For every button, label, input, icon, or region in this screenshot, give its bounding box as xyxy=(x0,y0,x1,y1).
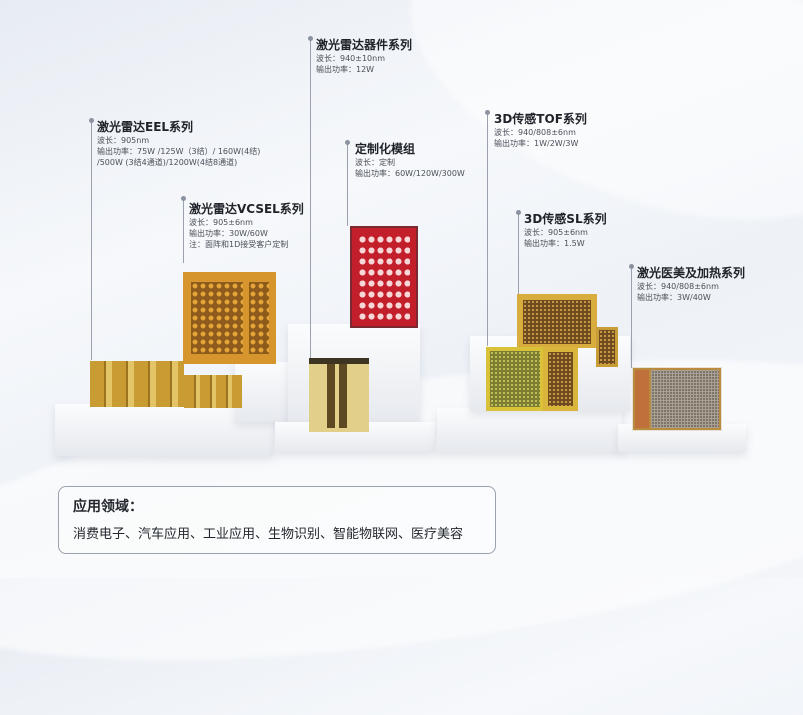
product-spec: 波长：905±6nm xyxy=(524,228,588,237)
leader-dot xyxy=(629,264,634,269)
product-spec: /500W (3结4通道)/1200W(4结8通道) xyxy=(97,158,238,167)
product-spec: 注：面阵和1D接受客户定制 xyxy=(189,240,289,249)
tof-chip-image xyxy=(596,327,618,367)
product-title: 激光医美及加热系列 xyxy=(637,266,746,280)
product-title: 3D传感TOF系列 xyxy=(494,112,587,126)
product-title: 激光雷达VCSEL系列 xyxy=(189,202,304,216)
leader-line xyxy=(631,266,632,368)
product-label-device: 激光雷达器件系列 波长：940±10nm 输出功率：12W xyxy=(316,36,412,75)
product-spec: 输出功率：1W/2W/3W xyxy=(494,139,579,148)
eel-chip-image xyxy=(90,361,184,407)
product-spec: 波长：940/808±6nm xyxy=(637,282,719,291)
pedestal-right xyxy=(437,408,622,452)
product-title: 激光雷达EEL系列 xyxy=(97,120,194,134)
product-label-module: 定制化模组 波长：定制 输出功率：60W/120W/300W xyxy=(355,140,465,179)
product-title: 定制化模组 xyxy=(355,142,416,156)
product-spec: 输出功率：12W xyxy=(316,65,375,74)
product-spec: 波长：940/808±6nm xyxy=(494,128,576,137)
module-chip-image xyxy=(350,226,418,328)
product-label-vcsel: 激光雷达VCSEL系列 波长：905±6nm 输出功率：30W/60W 注：面阵… xyxy=(189,200,304,250)
product-spec: 输出功率：1.5W xyxy=(524,239,585,248)
eel-chip-image xyxy=(184,375,242,408)
device-chip-image xyxy=(309,358,369,432)
product-label-medical: 激光医美及加热系列 波长：940/808±6nm 输出功率：3W/40W xyxy=(637,264,745,303)
leader-dot xyxy=(181,196,186,201)
leader-line xyxy=(310,38,311,360)
leader-line xyxy=(518,212,519,294)
product-spec: 输出功率：30W/60W xyxy=(189,229,268,238)
leader-dot xyxy=(308,36,313,41)
leader-dot xyxy=(345,140,350,145)
vcsel-chip-image xyxy=(183,272,276,364)
leader-dot xyxy=(485,110,490,115)
tof-chip-image xyxy=(517,294,597,348)
product-spec: 波长：905nm xyxy=(97,136,150,145)
leader-line xyxy=(347,142,348,226)
product-label-sl: 3D传感SL系列 波长：905±6nm 输出功率：1.5W xyxy=(524,210,607,249)
product-title: 3D传感SL系列 xyxy=(524,212,607,226)
product-spec: 输出功率：75W /125W（3结）/ 160W(4结) xyxy=(97,147,261,156)
product-spec: 波长：定制 xyxy=(355,158,395,167)
medical-chip-image xyxy=(632,367,722,431)
product-title: 激光雷达器件系列 xyxy=(316,38,413,52)
product-spec: 输出功率：60W/120W/300W xyxy=(355,169,465,178)
leader-line xyxy=(183,198,184,263)
product-spec: 输出功率：3W/40W xyxy=(637,293,711,302)
product-spec: 波长：940±10nm xyxy=(316,54,386,63)
sl-chip-image xyxy=(486,347,544,411)
leader-dot xyxy=(89,118,94,123)
sl-chip-image xyxy=(543,347,578,411)
applications-box: 应用领域： 消费电子、汽车应用、工业应用、生物识别、智能物联网、医疗美容 xyxy=(58,486,496,554)
product-label-eel: 激光雷达EEL系列 波长：905nm 输出功率：75W /125W（3结）/ 1… xyxy=(97,118,260,168)
applications-list: 消费电子、汽车应用、工业应用、生物识别、智能物联网、医疗美容 xyxy=(73,527,464,542)
leader-line xyxy=(91,120,92,360)
leader-line xyxy=(487,112,488,346)
leader-dot xyxy=(516,210,521,215)
applications-title: 应用领域： xyxy=(73,499,143,515)
product-label-tof: 3D传感TOF系列 波长：940/808±6nm 输出功率：1W/2W/3W xyxy=(494,110,587,149)
pedestal-left-upper xyxy=(235,362,290,422)
product-spec: 波长：905±6nm xyxy=(189,218,253,227)
